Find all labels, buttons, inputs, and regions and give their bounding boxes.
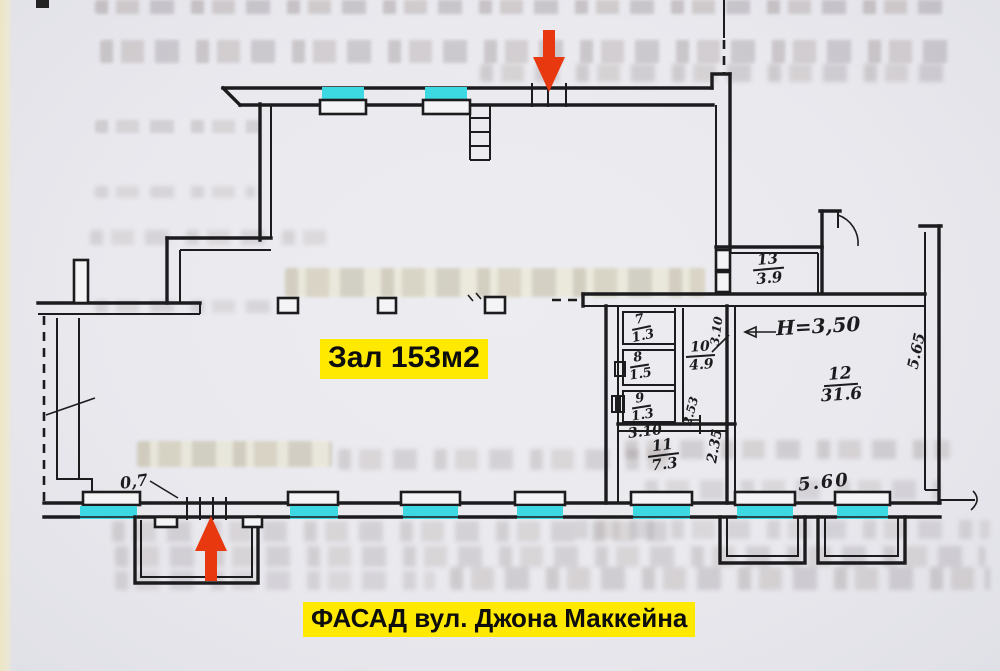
exterior-steps — [718, 515, 907, 565]
room-area: 4.9 — [688, 356, 715, 374]
height-arrowhead — [743, 325, 757, 339]
column — [483, 295, 507, 315]
window-sill — [318, 98, 368, 116]
scan-edge-strip — [0, 0, 13, 671]
room-area: 7.3 — [650, 453, 679, 475]
window-strip — [837, 506, 888, 519]
bleed-through-text — [95, 0, 950, 14]
bottom-wall-windows — [44, 490, 940, 519]
room-area: 3.9 — [755, 267, 784, 289]
nook-walls — [818, 209, 978, 511]
window-sill — [833, 490, 892, 507]
bleed-through-text — [137, 441, 332, 467]
room-13-walls — [714, 245, 824, 295]
window-strip — [80, 506, 137, 519]
rooms-block-walls — [604, 304, 737, 505]
window-strip — [403, 506, 458, 519]
window-sill — [286, 490, 340, 507]
window-strip — [322, 87, 364, 100]
window-sill — [81, 490, 142, 507]
bleed-through-text — [95, 120, 260, 133]
top-wall-windows — [318, 87, 472, 116]
entrance-vestibule — [133, 497, 264, 585]
sink-icon — [611, 395, 625, 413]
column — [276, 296, 300, 315]
duct-cell — [714, 270, 732, 294]
wall-pier — [72, 258, 90, 305]
top-wall — [220, 0, 732, 108]
window-sill — [629, 490, 694, 507]
window-strip — [633, 506, 690, 519]
vestibule-notch — [153, 515, 179, 529]
bleed-through-text — [115, 571, 435, 590]
ceiling-height-note: H=3,50 — [775, 311, 861, 341]
corridor-top-wall — [552, 292, 927, 308]
facade-title: ФАСАД вул. Джона Маккейна — [303, 602, 696, 638]
room-area: 31.6 — [820, 383, 863, 407]
bleed-through-text — [100, 40, 950, 63]
bleed-through-text — [95, 186, 255, 198]
hall-right-wall — [714, 72, 732, 294]
dim-entrance-door: 0,7 — [118, 470, 150, 493]
entrance-arrow-bottom — [195, 516, 227, 581]
toilet-icon — [614, 361, 626, 377]
bleed-through-text — [285, 268, 705, 297]
entrance-arrow-top — [533, 30, 565, 92]
window-sill — [421, 98, 472, 116]
window-sill — [513, 490, 567, 507]
room-area: 1.5 — [628, 365, 653, 384]
hall-columns — [276, 292, 507, 315]
bleed-through-text — [338, 449, 668, 470]
room-8-label: 8 1.5 — [626, 349, 653, 384]
column — [376, 296, 398, 315]
bottom-wall — [42, 501, 942, 519]
vestibule-notch — [241, 515, 264, 529]
bleed-through-text — [625, 440, 950, 459]
room-12-label: 12 31.6 — [819, 363, 863, 407]
room-9-label: 9 1.3 — [628, 390, 655, 425]
room-13-label: 13 3.9 — [751, 249, 786, 289]
window-strip — [517, 506, 563, 519]
duct-cell — [714, 248, 732, 272]
window-strip — [290, 506, 338, 519]
hall-title: Зал 153м2 — [320, 339, 488, 379]
bleed-through-text — [450, 567, 990, 590]
window-sill — [733, 490, 797, 507]
window-strip — [425, 87, 467, 100]
window-sill — [399, 490, 462, 507]
scan-corner-mark — [36, 0, 49, 8]
bleed-through-text — [575, 520, 990, 539]
left-exterior-wall — [42, 316, 96, 503]
room-11-label: 11 7.3 — [646, 435, 681, 475]
left-walls — [36, 102, 273, 315]
room-area: 1.3 — [630, 406, 655, 425]
window-strip — [737, 506, 793, 519]
annotation-leaders — [149, 325, 776, 499]
shaft-ladder — [469, 105, 491, 161]
